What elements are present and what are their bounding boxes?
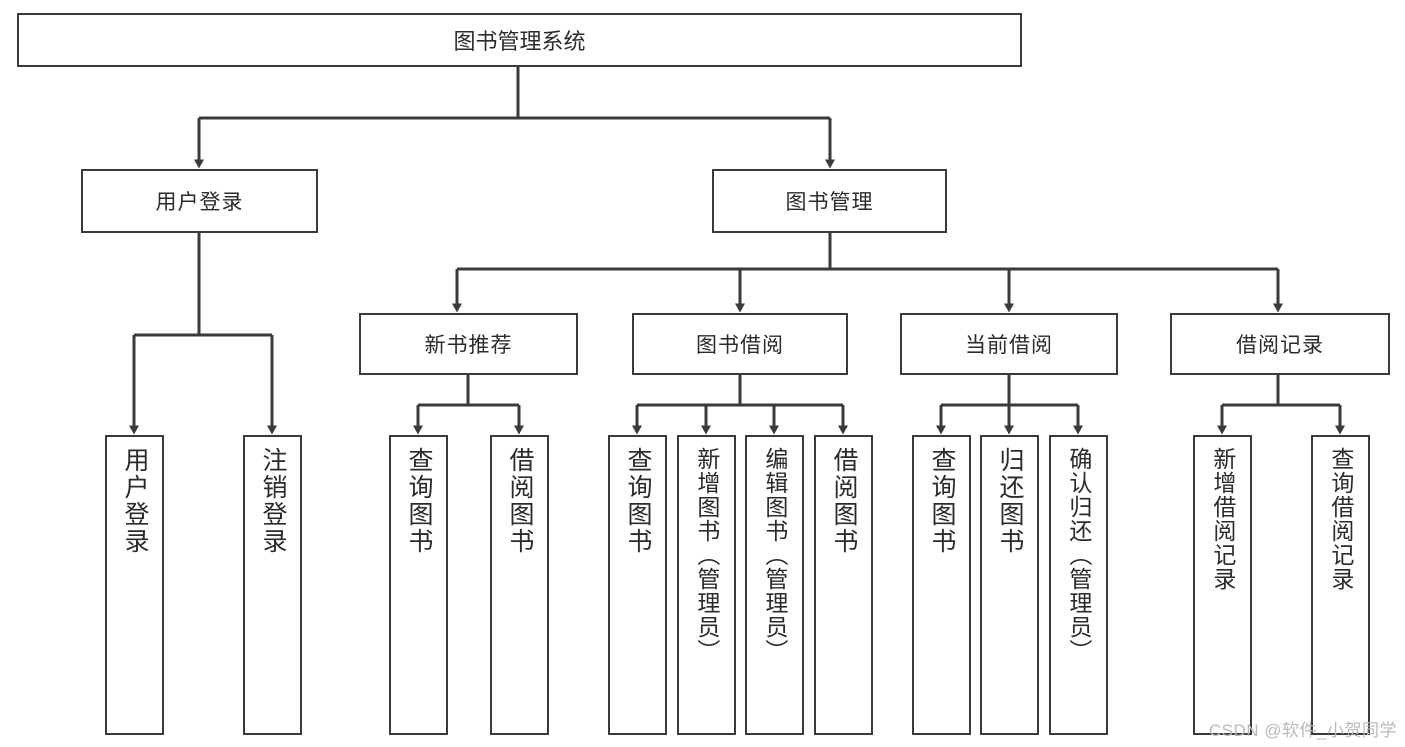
leaf-label: 新增借阅记录 (1209, 447, 1236, 591)
leaf-logout-login[interactable]: 注销登录 (243, 435, 302, 735)
leaf-label: 确认归还（管理员） (1065, 447, 1092, 663)
node-borrow-record[interactable]: 借阅记录 (1170, 313, 1390, 375)
leaf-label: 归还图书 (996, 447, 1024, 555)
leaf-edit-book-admin[interactable]: 编辑图书（管理员） (745, 435, 804, 735)
leaf-query-borrow-record[interactable]: 查询借阅记录 (1311, 435, 1370, 735)
leaf-label: 借阅图书 (506, 447, 534, 555)
leaf-query-book-current[interactable]: 查询图书 (912, 435, 971, 735)
leaf-label: 编辑图书（管理员） (761, 447, 788, 663)
leaf-label: 查询图书 (928, 447, 956, 555)
leaf-confirm-return-admin[interactable]: 确认归还（管理员） (1049, 435, 1108, 735)
node-user-login[interactable]: 用户登录 (81, 169, 318, 233)
leaf-label: 用户登录 (121, 447, 149, 555)
leaf-borrow-book-recommend[interactable]: 借阅图书 (490, 435, 549, 735)
leaf-label: 查询借阅记录 (1327, 447, 1354, 591)
node-current-borrow[interactable]: 当前借阅 (900, 313, 1118, 375)
leaf-query-book-recommend[interactable]: 查询图书 (389, 435, 448, 735)
node-book-borrow[interactable]: 图书借阅 (632, 313, 848, 375)
leaf-user-login[interactable]: 用户登录 (105, 435, 164, 735)
leaf-add-book-admin[interactable]: 新增图书（管理员） (677, 435, 736, 735)
leaf-label: 注销登录 (259, 447, 287, 555)
leaf-query-book-borrow[interactable]: 查询图书 (608, 435, 667, 735)
watermark: CSDN @软件_小贺同学 (1208, 721, 1397, 740)
leaf-label: 查询图书 (624, 447, 652, 555)
leaf-label: 新增图书（管理员） (693, 447, 720, 663)
leaf-borrow-book[interactable]: 借阅图书 (814, 435, 873, 735)
node-new-book-recommend[interactable]: 新书推荐 (359, 313, 578, 375)
node-root-system[interactable]: 图书管理系统 (17, 13, 1022, 67)
leaf-return-book[interactable]: 归还图书 (980, 435, 1039, 735)
node-book-management[interactable]: 图书管理 (712, 169, 947, 233)
leaf-label: 借阅图书 (830, 447, 858, 555)
leaf-add-borrow-record[interactable]: 新增借阅记录 (1193, 435, 1252, 735)
leaf-label: 查询图书 (405, 447, 433, 555)
